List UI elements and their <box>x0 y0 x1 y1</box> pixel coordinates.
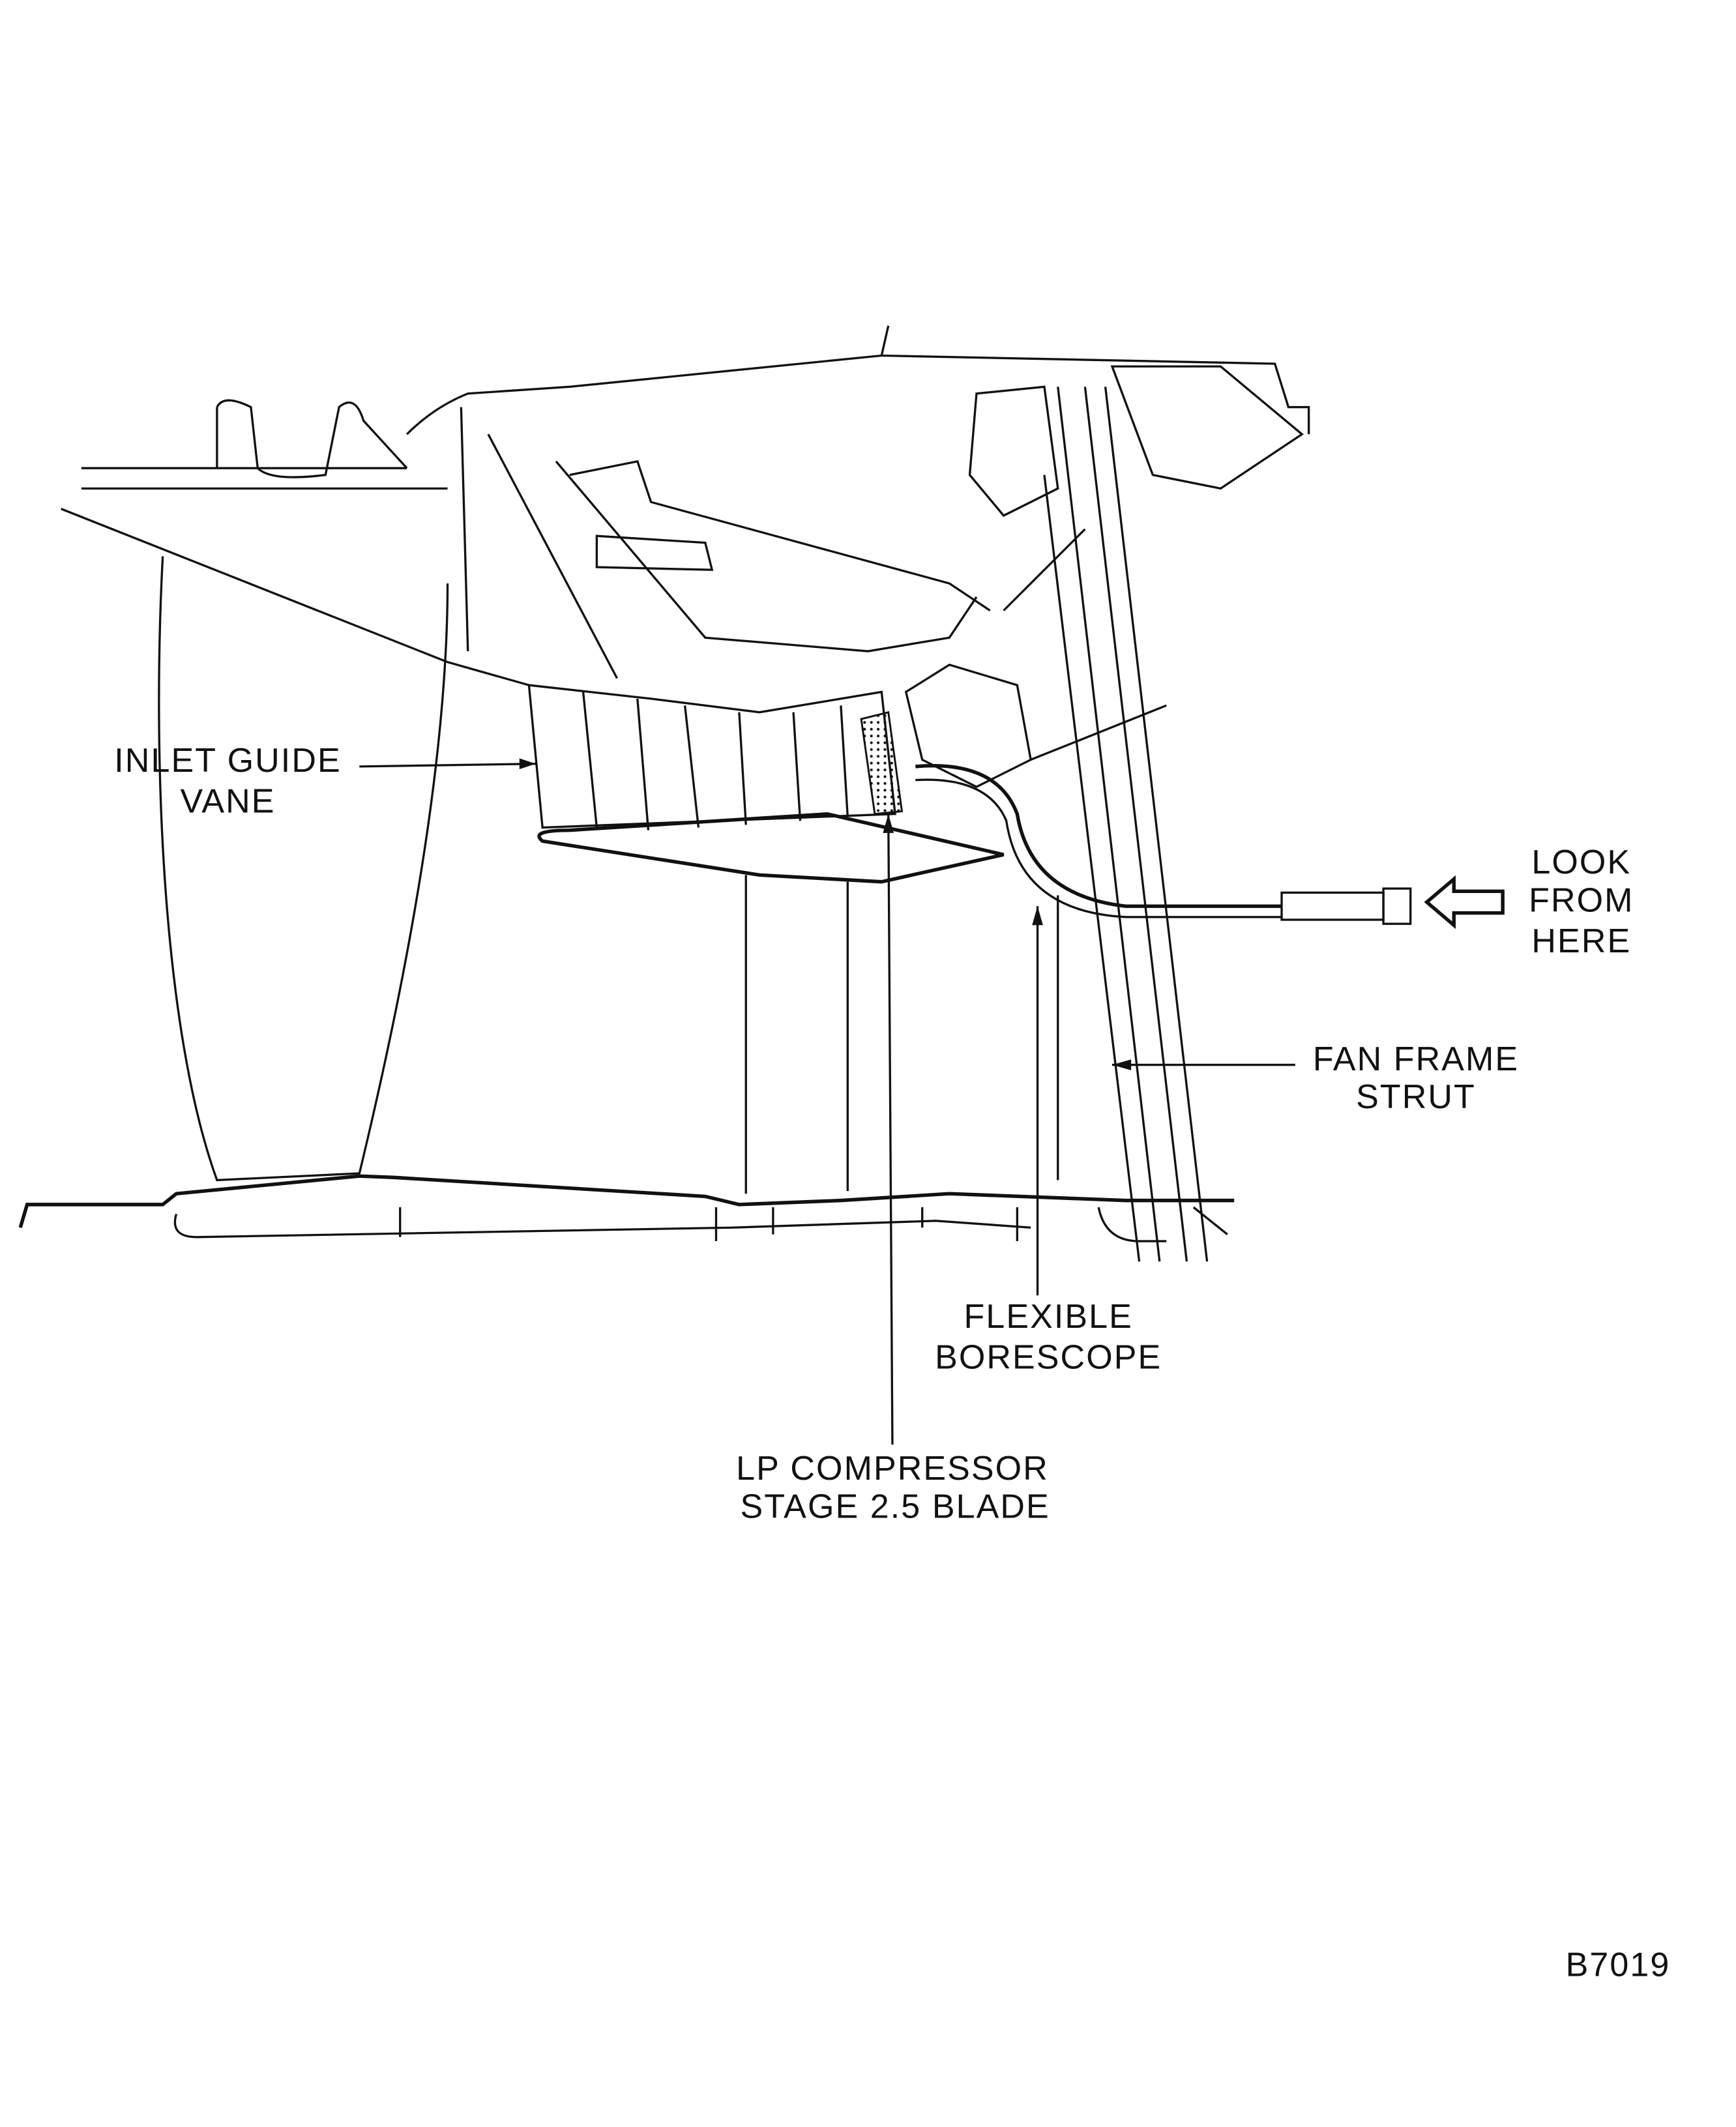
flexible-borescope-tube <box>915 764 1282 908</box>
inlet-guide-vane-leader <box>359 763 536 768</box>
svg-text:FLEXIBLE: FLEXIBLE <box>964 1298 1132 1336</box>
flexible-borescope-label: FLEXIBLE BORESCOPE <box>935 1298 1162 1377</box>
svg-text:LOOK: LOOK <box>1531 843 1631 881</box>
svg-text:FROM: FROM <box>1529 881 1634 919</box>
svg-text:VANE: VANE <box>180 783 275 821</box>
blade-leader <box>887 814 894 1445</box>
svg-text:FAN FRAME: FAN FRAME <box>1313 1040 1519 1078</box>
stage-2-5-blade <box>860 711 904 815</box>
figure-id: B7019 <box>1566 1946 1671 1984</box>
svg-text:INLET GUIDE: INLET GUIDE <box>114 742 341 780</box>
svg-text:BORESCOPE: BORESCOPE <box>935 1339 1162 1377</box>
svg-text:STRUT: STRUT <box>1356 1078 1476 1116</box>
inlet-guide-vane-label: INLET GUIDE VANE <box>114 742 341 821</box>
inlet-guide-vane-outline <box>158 556 449 1182</box>
svg-text:STAGE 2.5 BLADE: STAGE 2.5 BLADE <box>740 1488 1050 1525</box>
borescope-handle <box>1280 891 1385 921</box>
fan-frame-strut-label: FAN FRAME STRUT <box>1313 1040 1519 1116</box>
look-from-here-label: LOOK FROM HERE <box>1529 843 1634 960</box>
look-direction-arrow-icon <box>1424 875 1505 930</box>
engine-drawing <box>18 325 1412 1262</box>
svg-text:LP COMPRESSOR: LP COMPRESSOR <box>736 1450 1049 1488</box>
lp-compressor-blade-label: LP COMPRESSOR STAGE 2.5 BLADE <box>736 1450 1050 1525</box>
svg-text:HERE: HERE <box>1531 922 1631 960</box>
fan-frame-strut-shape <box>1043 387 1209 1262</box>
